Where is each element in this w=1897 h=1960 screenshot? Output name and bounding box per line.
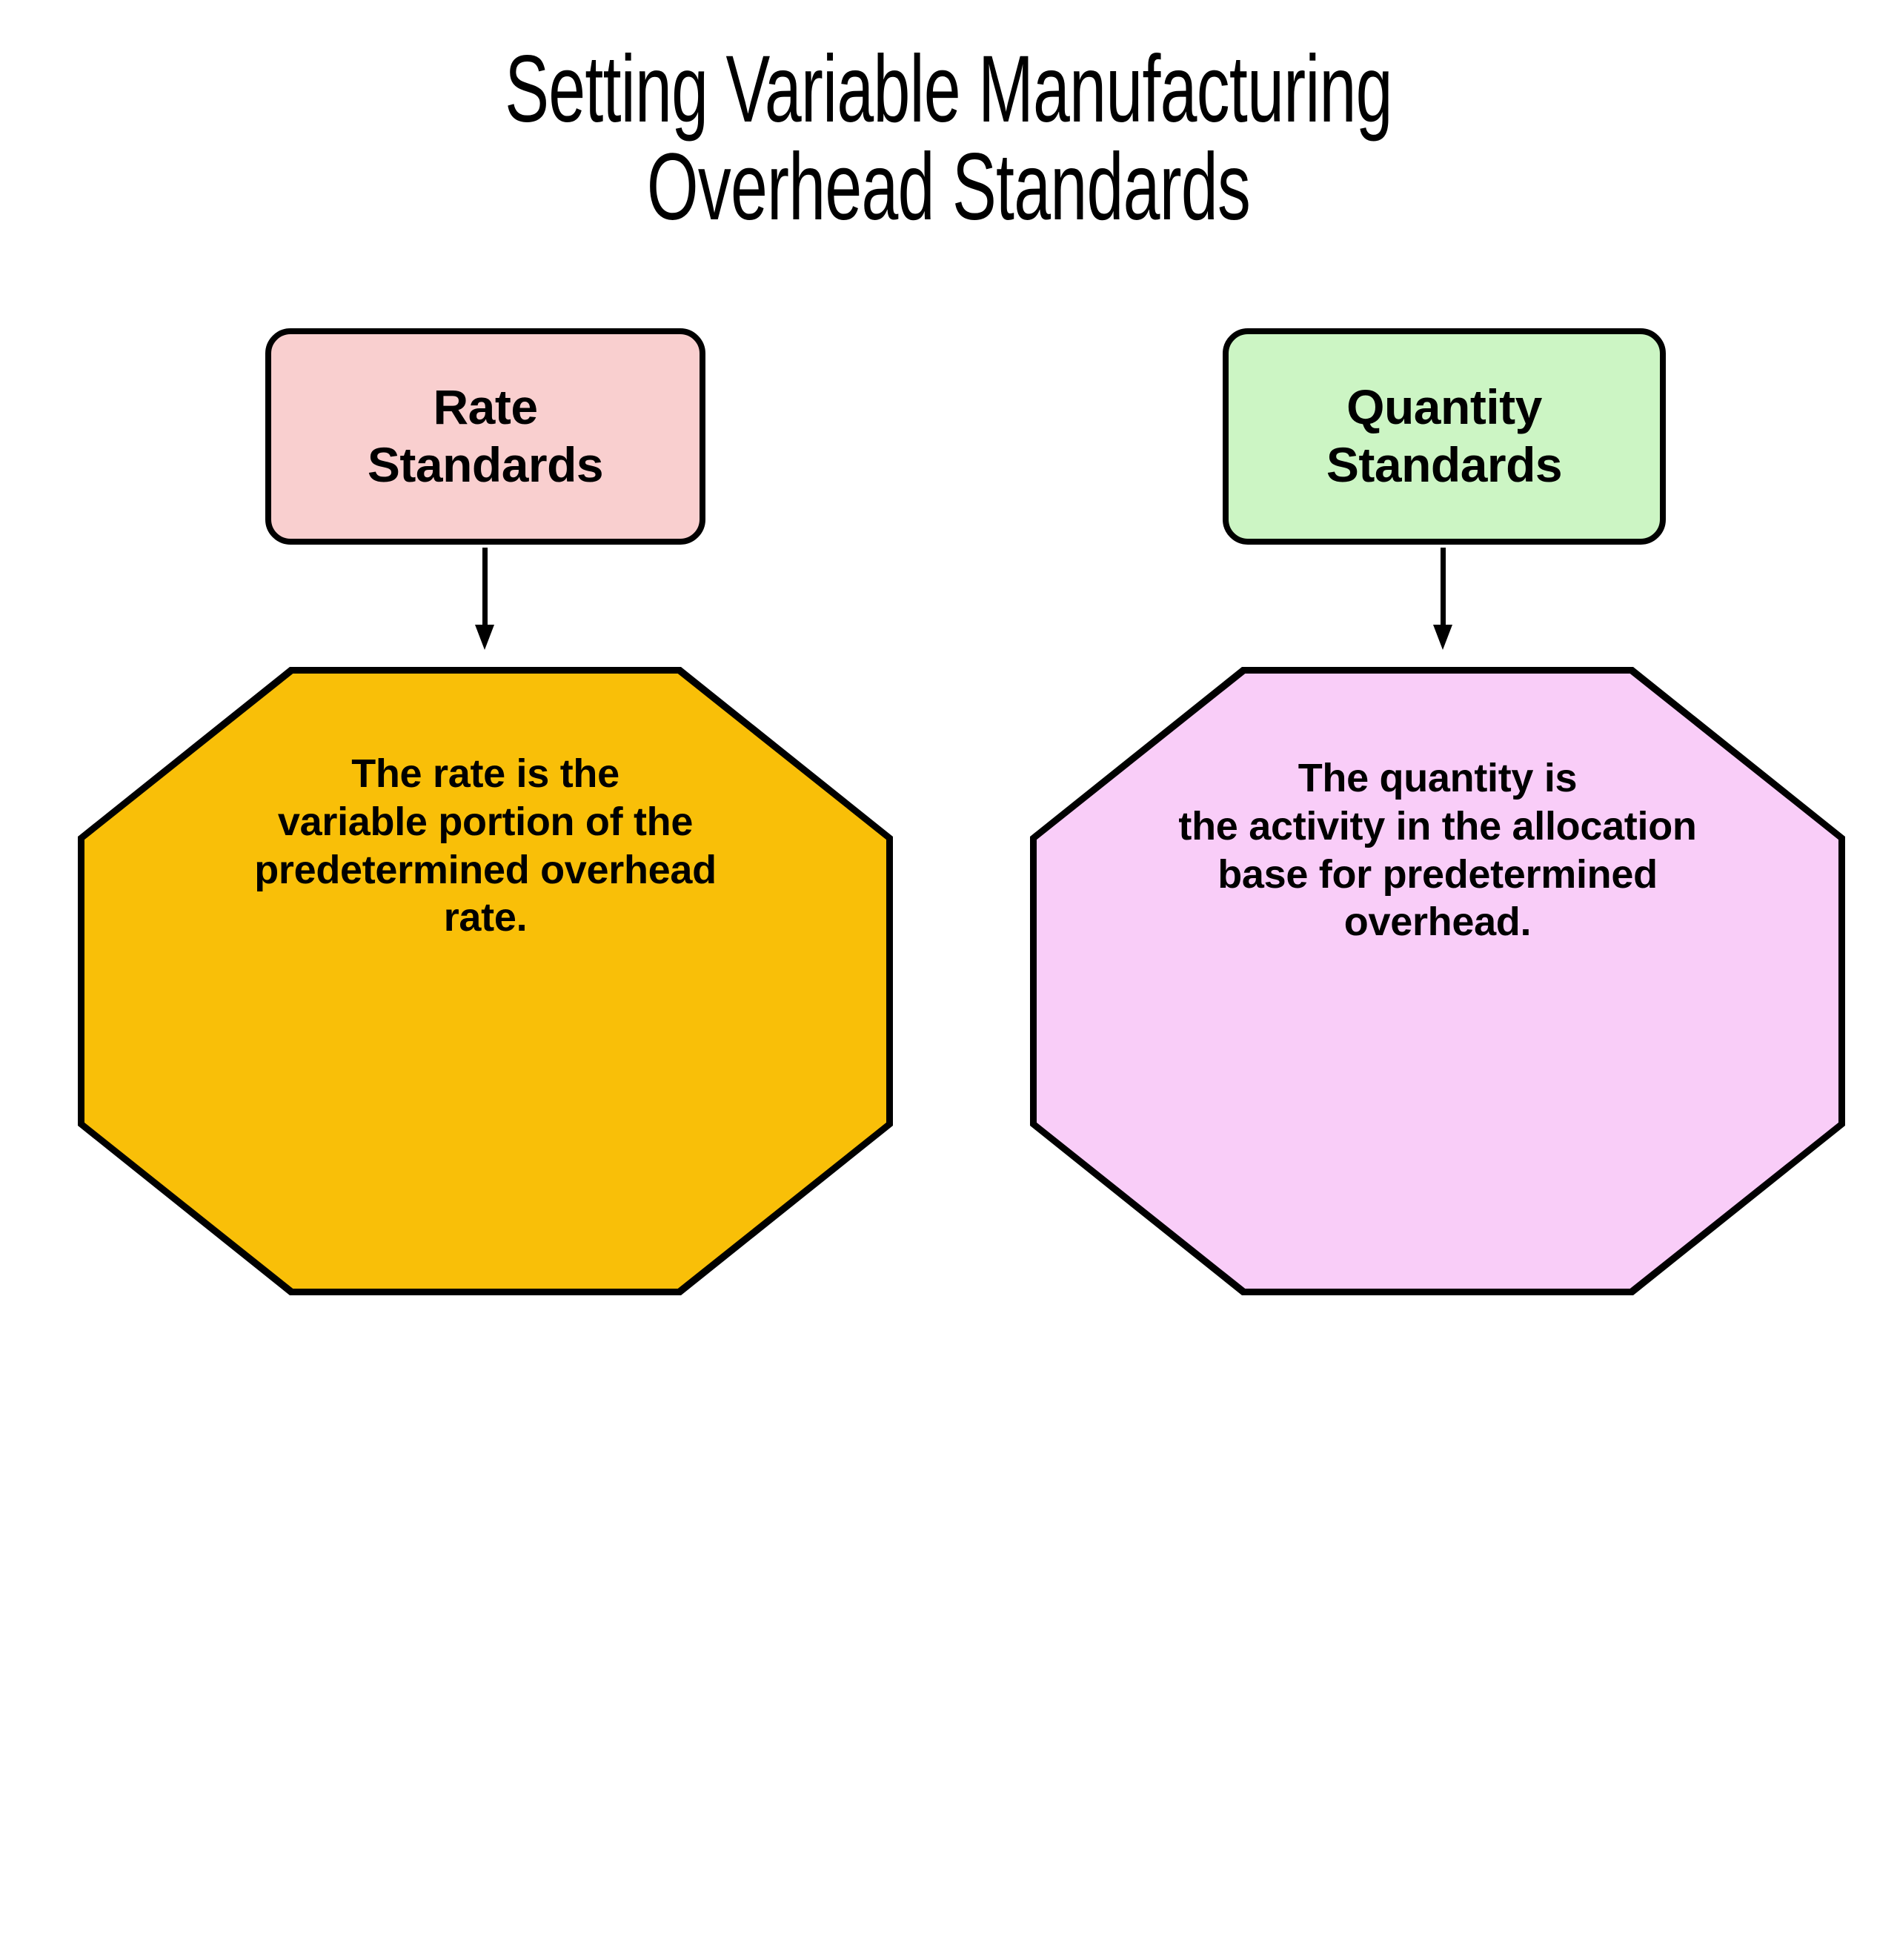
quantity-standards-label-line-2: Standards — [1326, 437, 1563, 492]
page-title-line-2: Overhead Standards — [646, 133, 1251, 240]
card-slot-opening — [538, 1883, 550, 1927]
rate-octagon-fill — [84, 674, 886, 1289]
arrow-down-icon-quantity — [1430, 548, 1455, 651]
arrow-head — [1433, 625, 1452, 650]
quantity-standards-octagon: The quantity is the activity in the allo… — [1030, 667, 1845, 1295]
page-title: Setting Variable Manufacturing Overhead … — [285, 41, 1612, 236]
rate-standards-octagon: The rate is the variable portion of the … — [78, 667, 893, 1295]
clock-face — [508, 1716, 599, 1808]
rate-description-line-1: The rate is the — [351, 751, 619, 796]
clock-tick-6 — [550, 1790, 557, 1804]
card-slot — [531, 1876, 557, 1934]
arrow-shaft — [482, 548, 488, 631]
clock-housing — [459, 1698, 648, 1826]
arrow-head — [475, 625, 494, 650]
rate-description-line-2: variable portion of the — [277, 799, 694, 844]
quantity-description-line-2: the activity in the allocation — [1178, 803, 1697, 848]
arrow-shaft — [1441, 548, 1446, 631]
rate-standards-label-line-2: Standards — [367, 437, 604, 492]
clock-neck — [479, 1826, 628, 1860]
rate-standards-box[interactable]: Rate Standards — [265, 328, 705, 545]
quantity-description-line-4: overhead. — [1343, 900, 1532, 945]
clock-tick-9 — [508, 1758, 521, 1766]
rate-standards-label-line-1: Rate — [433, 379, 538, 435]
clock-tick-3 — [586, 1758, 599, 1766]
quantity-standards-box[interactable]: Quantity Standards — [1223, 328, 1666, 545]
page-title-line-1: Setting Variable Manufacturing — [505, 36, 1392, 142]
quantity-description: The quantity is the activity in the allo… — [1030, 754, 1845, 946]
rate-description-line-3: predetermined overhead — [254, 847, 717, 892]
time-clock-icon — [454, 1695, 677, 1947]
quantity-octagon-fill — [1037, 674, 1838, 1289]
time-card — [599, 1887, 671, 1924]
arrow-down-icon-rate — [472, 548, 497, 651]
clock-hour-hand — [554, 1762, 582, 1793]
quantity-standards-label-line-1: Quantity — [1346, 379, 1542, 435]
rate-description-line-4: rate. — [443, 895, 528, 940]
quantity-description-line-3: base for predetermined — [1217, 851, 1658, 897]
quantity-description-line-1: The quantity is — [1298, 756, 1578, 800]
arrow-left-icon — [559, 1876, 602, 1934]
rate-description: The rate is the variable portion of the … — [78, 750, 893, 942]
clock-base — [493, 1857, 617, 1944]
clock-tick-12 — [550, 1721, 557, 1734]
